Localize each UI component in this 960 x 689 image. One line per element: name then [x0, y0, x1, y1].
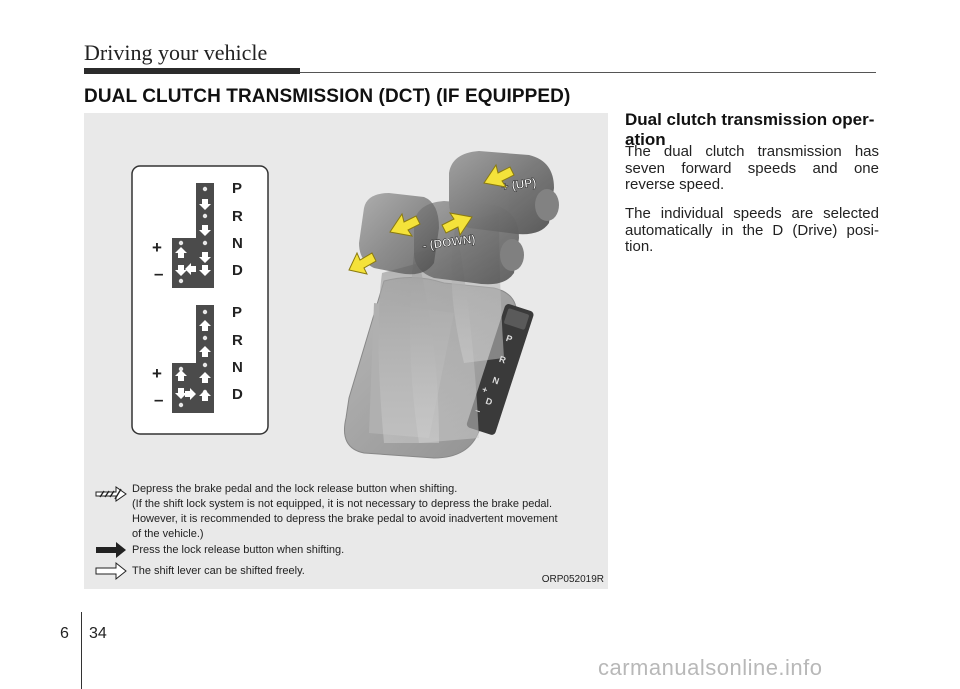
shift-figure: P R N D P R N D + – + – P R N + D — [84, 113, 608, 589]
upper-gate-plate — [172, 183, 214, 288]
gate-plus-upper: + — [152, 238, 162, 257]
legend-row-brake: Depress the brake pedal and the lock rel… — [132, 482, 600, 542]
outline-arrow-icon — [95, 561, 127, 581]
console-minus: – — [474, 405, 482, 416]
gate-letter-n: N — [232, 235, 243, 252]
arrow-mid-up-icon — [389, 212, 421, 237]
console-letter-n: N — [491, 375, 500, 387]
legend-text-brake: Depress the brake pedal and the lock rel… — [132, 483, 558, 540]
gate-letter-d-lower: D — [232, 386, 243, 403]
upper-gate-arrows — [175, 199, 211, 276]
knob-middle-position — [414, 201, 524, 285]
figure-code: ORP052019R — [541, 574, 604, 585]
page-rule — [81, 612, 82, 689]
console-plus: + — [481, 384, 489, 395]
gate-letter-r-lower: R — [232, 332, 243, 349]
hatched-arrow-icon — [95, 486, 127, 502]
section-number: 6 — [60, 625, 69, 642]
legend-icons — [95, 486, 127, 581]
header-bar — [84, 68, 300, 74]
console-letter-r: R — [498, 354, 508, 366]
lower-gate-plate — [172, 305, 214, 413]
section-title: DUAL CLUTCH TRANSMISSION (DCT) (IF EQUIP… — [84, 86, 571, 107]
gate-minus-lower: – — [154, 390, 163, 409]
legend-text-free: The shift lever can be shifted freely. — [132, 565, 305, 577]
gate-letter-n-lower: N — [232, 359, 243, 376]
console-letter-p: P — [505, 333, 514, 344]
legend-text-press: Press the lock release button when shift… — [132, 544, 345, 556]
legend-row-press: Press the lock release button when shift… — [132, 543, 344, 558]
page-number: 34 — [89, 625, 107, 642]
arrow-down-left-icon — [441, 212, 473, 237]
shift-illustration: P R N D P R N D + – + – P R N + D — [95, 151, 559, 581]
gate-card — [131, 165, 269, 435]
legend-row-free: The shift lever can be shifted freely. — [132, 564, 305, 579]
gate-letter-d: D — [232, 262, 243, 279]
gate-minus-upper: – — [154, 264, 163, 283]
header-rule — [300, 72, 876, 73]
gate-letter-p-lower: P — [232, 304, 242, 321]
gate-letter-p: P — [232, 180, 242, 197]
console-indicator: P R N + D – — [466, 304, 534, 435]
arrow-left-icon — [348, 251, 377, 275]
subsection-title: Dual clutch transmission oper- ation — [625, 110, 875, 149]
console-letter-d: D — [484, 396, 494, 408]
header-title: Driving your vehicle — [84, 40, 268, 65]
gate-plus-lower: + — [152, 364, 162, 383]
lower-gate-arrows — [175, 320, 211, 401]
yellow-arrows — [348, 163, 515, 275]
watermark: carmanualsonline.info — [598, 655, 823, 680]
gate-letter-r: R — [232, 208, 243, 225]
up-label: + (UP) — [500, 175, 537, 194]
solid-arrow-icon — [96, 542, 126, 558]
paragraph-1: The dual clutch transmission has seven f… — [625, 143, 879, 193]
arrow-up-right-icon — [483, 163, 515, 188]
paragraph-2: The individual speeds are selected autom… — [625, 205, 879, 255]
